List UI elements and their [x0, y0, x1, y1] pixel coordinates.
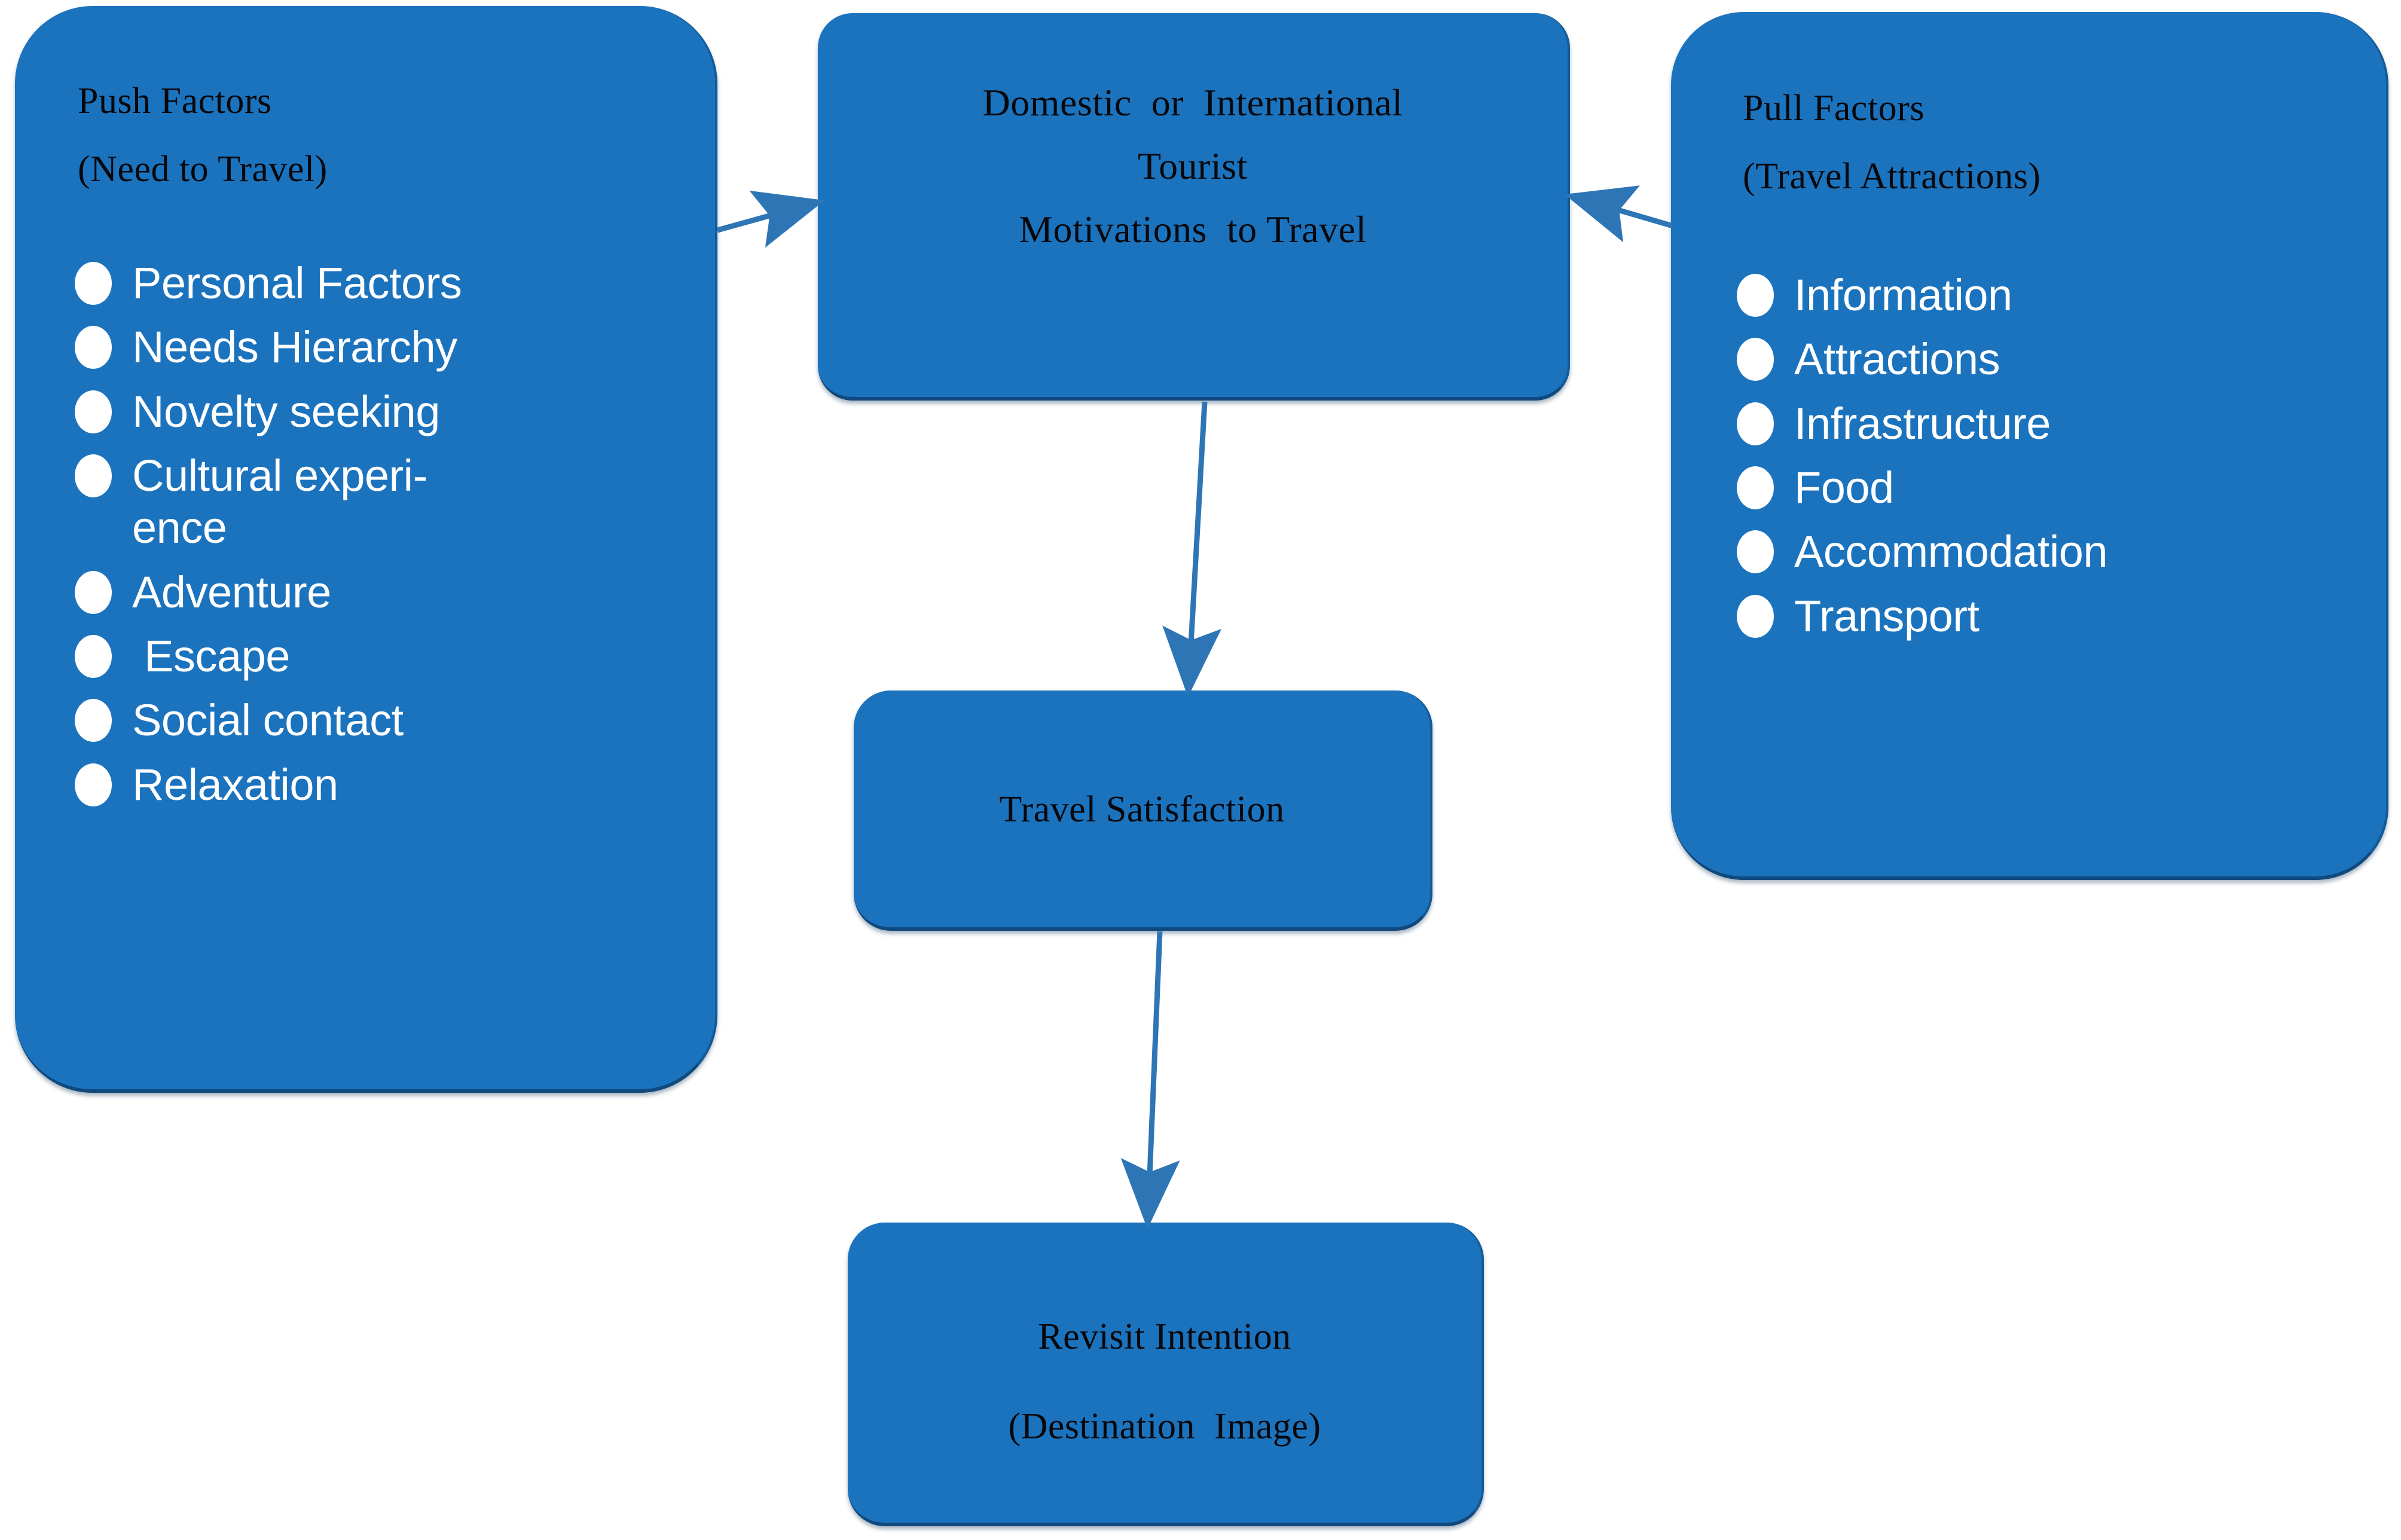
bullet-dot-icon	[75, 454, 112, 497]
list-item-label: Relaxation	[132, 759, 338, 809]
arrow-motivations-to-satisfaction	[1162, 401, 1222, 697]
bullet-dot-icon	[75, 699, 112, 742]
arrow-push-to-motivations	[716, 190, 825, 248]
push-factors-subtitle: (Need to Travel)	[78, 149, 328, 190]
pull-factors-subtitle: (Travel Attractions)	[1743, 156, 2041, 197]
revisit-intention-heading: Revisit Intention (Destination Image)	[848, 1318, 1481, 1445]
bullet-dot-icon	[75, 634, 112, 678]
pull-factors-list: Information Attractions Infrastructure F…	[1737, 269, 2347, 654]
bullet-dot-icon	[1737, 466, 1774, 509]
list-item-label: Social contact	[132, 695, 404, 745]
push-factors-list: Personal Factors Needs Hierarchy Novelty…	[75, 257, 673, 823]
list-item-label: Accommodation	[1794, 527, 2108, 577]
list-item-label: Needs Hierarchy	[132, 322, 457, 372]
list-item[interactable]: Information	[1737, 269, 2347, 321]
list-item-label: Attractions	[1794, 334, 2000, 384]
list-item[interactable]: Accommodation	[1737, 525, 2347, 578]
list-item-label: Transport	[1794, 591, 1980, 641]
bullet-dot-icon	[1737, 338, 1774, 381]
arrow-satisfaction-to-revisit	[1120, 931, 1180, 1229]
bullet-dot-icon	[1737, 274, 1774, 317]
arrow-pull-to-motivations	[1564, 185, 1674, 243]
list-item[interactable]: Adventure	[75, 566, 673, 618]
tourist-motivations-line-1: Domestic or International	[982, 81, 1403, 124]
pull-factors-box[interactable]: Pull Factors (Travel Attractions) Inform…	[1671, 12, 2388, 880]
list-item[interactable]: Social contact	[75, 694, 673, 746]
travel-satisfaction-box[interactable]: Travel Satisfaction	[854, 690, 1432, 931]
list-item-label: Personal Factors	[132, 258, 462, 308]
push-factors-title: Push Factors	[78, 81, 272, 121]
list-item[interactable]: Personal Factors	[75, 257, 673, 309]
list-item-label: Information	[1794, 270, 2012, 320]
bullet-dot-icon	[75, 390, 112, 433]
list-item-label: Escape	[132, 631, 290, 681]
list-item-label: Infrastructure	[1794, 398, 2051, 448]
list-item[interactable]: Infrastructure	[1737, 398, 2347, 450]
revisit-intention-line-2: (Destination Image)	[1008, 1406, 1321, 1447]
bullet-dot-icon	[1737, 594, 1774, 638]
pull-factors-heading: Pull Factors (Travel Attractions)	[1743, 90, 2040, 195]
list-item-label: Adventure	[132, 567, 331, 617]
tourist-motivations-line-2: Tourist	[1138, 145, 1248, 187]
bullet-dot-icon	[75, 262, 112, 305]
tourist-motivations-heading: Domestic or International Tourist Motiva…	[818, 84, 1568, 249]
list-item[interactable]: Escape	[75, 630, 673, 682]
list-item[interactable]: Novelty seeking	[75, 386, 673, 438]
travel-satisfaction-label: Travel Satisfaction	[999, 789, 1285, 830]
list-item[interactable]: Needs Hierarchy	[75, 321, 673, 373]
list-item[interactable]: Relaxation	[75, 759, 673, 811]
list-item[interactable]: Transport	[1737, 590, 2347, 642]
travel-satisfaction-heading: Travel Satisfaction	[854, 791, 1430, 828]
list-item-label: Novelty seeking	[132, 386, 440, 436]
push-factors-heading: Push Factors (Need to Travel)	[78, 82, 328, 188]
tourist-motivations-line-3: Motivations to Travel	[1019, 208, 1367, 250]
list-item-label: Food	[1794, 462, 1894, 512]
list-item[interactable]: Cultural experi- ence	[75, 450, 673, 554]
list-item[interactable]: Attractions	[1737, 333, 2347, 385]
revisit-intention-line-1: Revisit Intention	[1038, 1316, 1291, 1357]
bullet-dot-icon	[75, 570, 112, 614]
push-factors-box[interactable]: Push Factors (Need to Travel) Personal F…	[15, 6, 717, 1093]
pull-factors-title: Pull Factors	[1743, 88, 1925, 129]
tourist-motivations-box[interactable]: Domestic or International Tourist Motiva…	[818, 13, 1570, 401]
list-item-label: Cultural experi- ence	[132, 450, 427, 553]
revisit-intention-box[interactable]: Revisit Intention (Destination Image)	[848, 1223, 1484, 1526]
bullet-dot-icon	[75, 763, 112, 806]
bullet-dot-icon	[1737, 530, 1774, 574]
bullet-dot-icon	[1737, 402, 1774, 445]
list-item[interactable]: Food	[1737, 462, 2347, 514]
bullet-dot-icon	[75, 326, 112, 369]
